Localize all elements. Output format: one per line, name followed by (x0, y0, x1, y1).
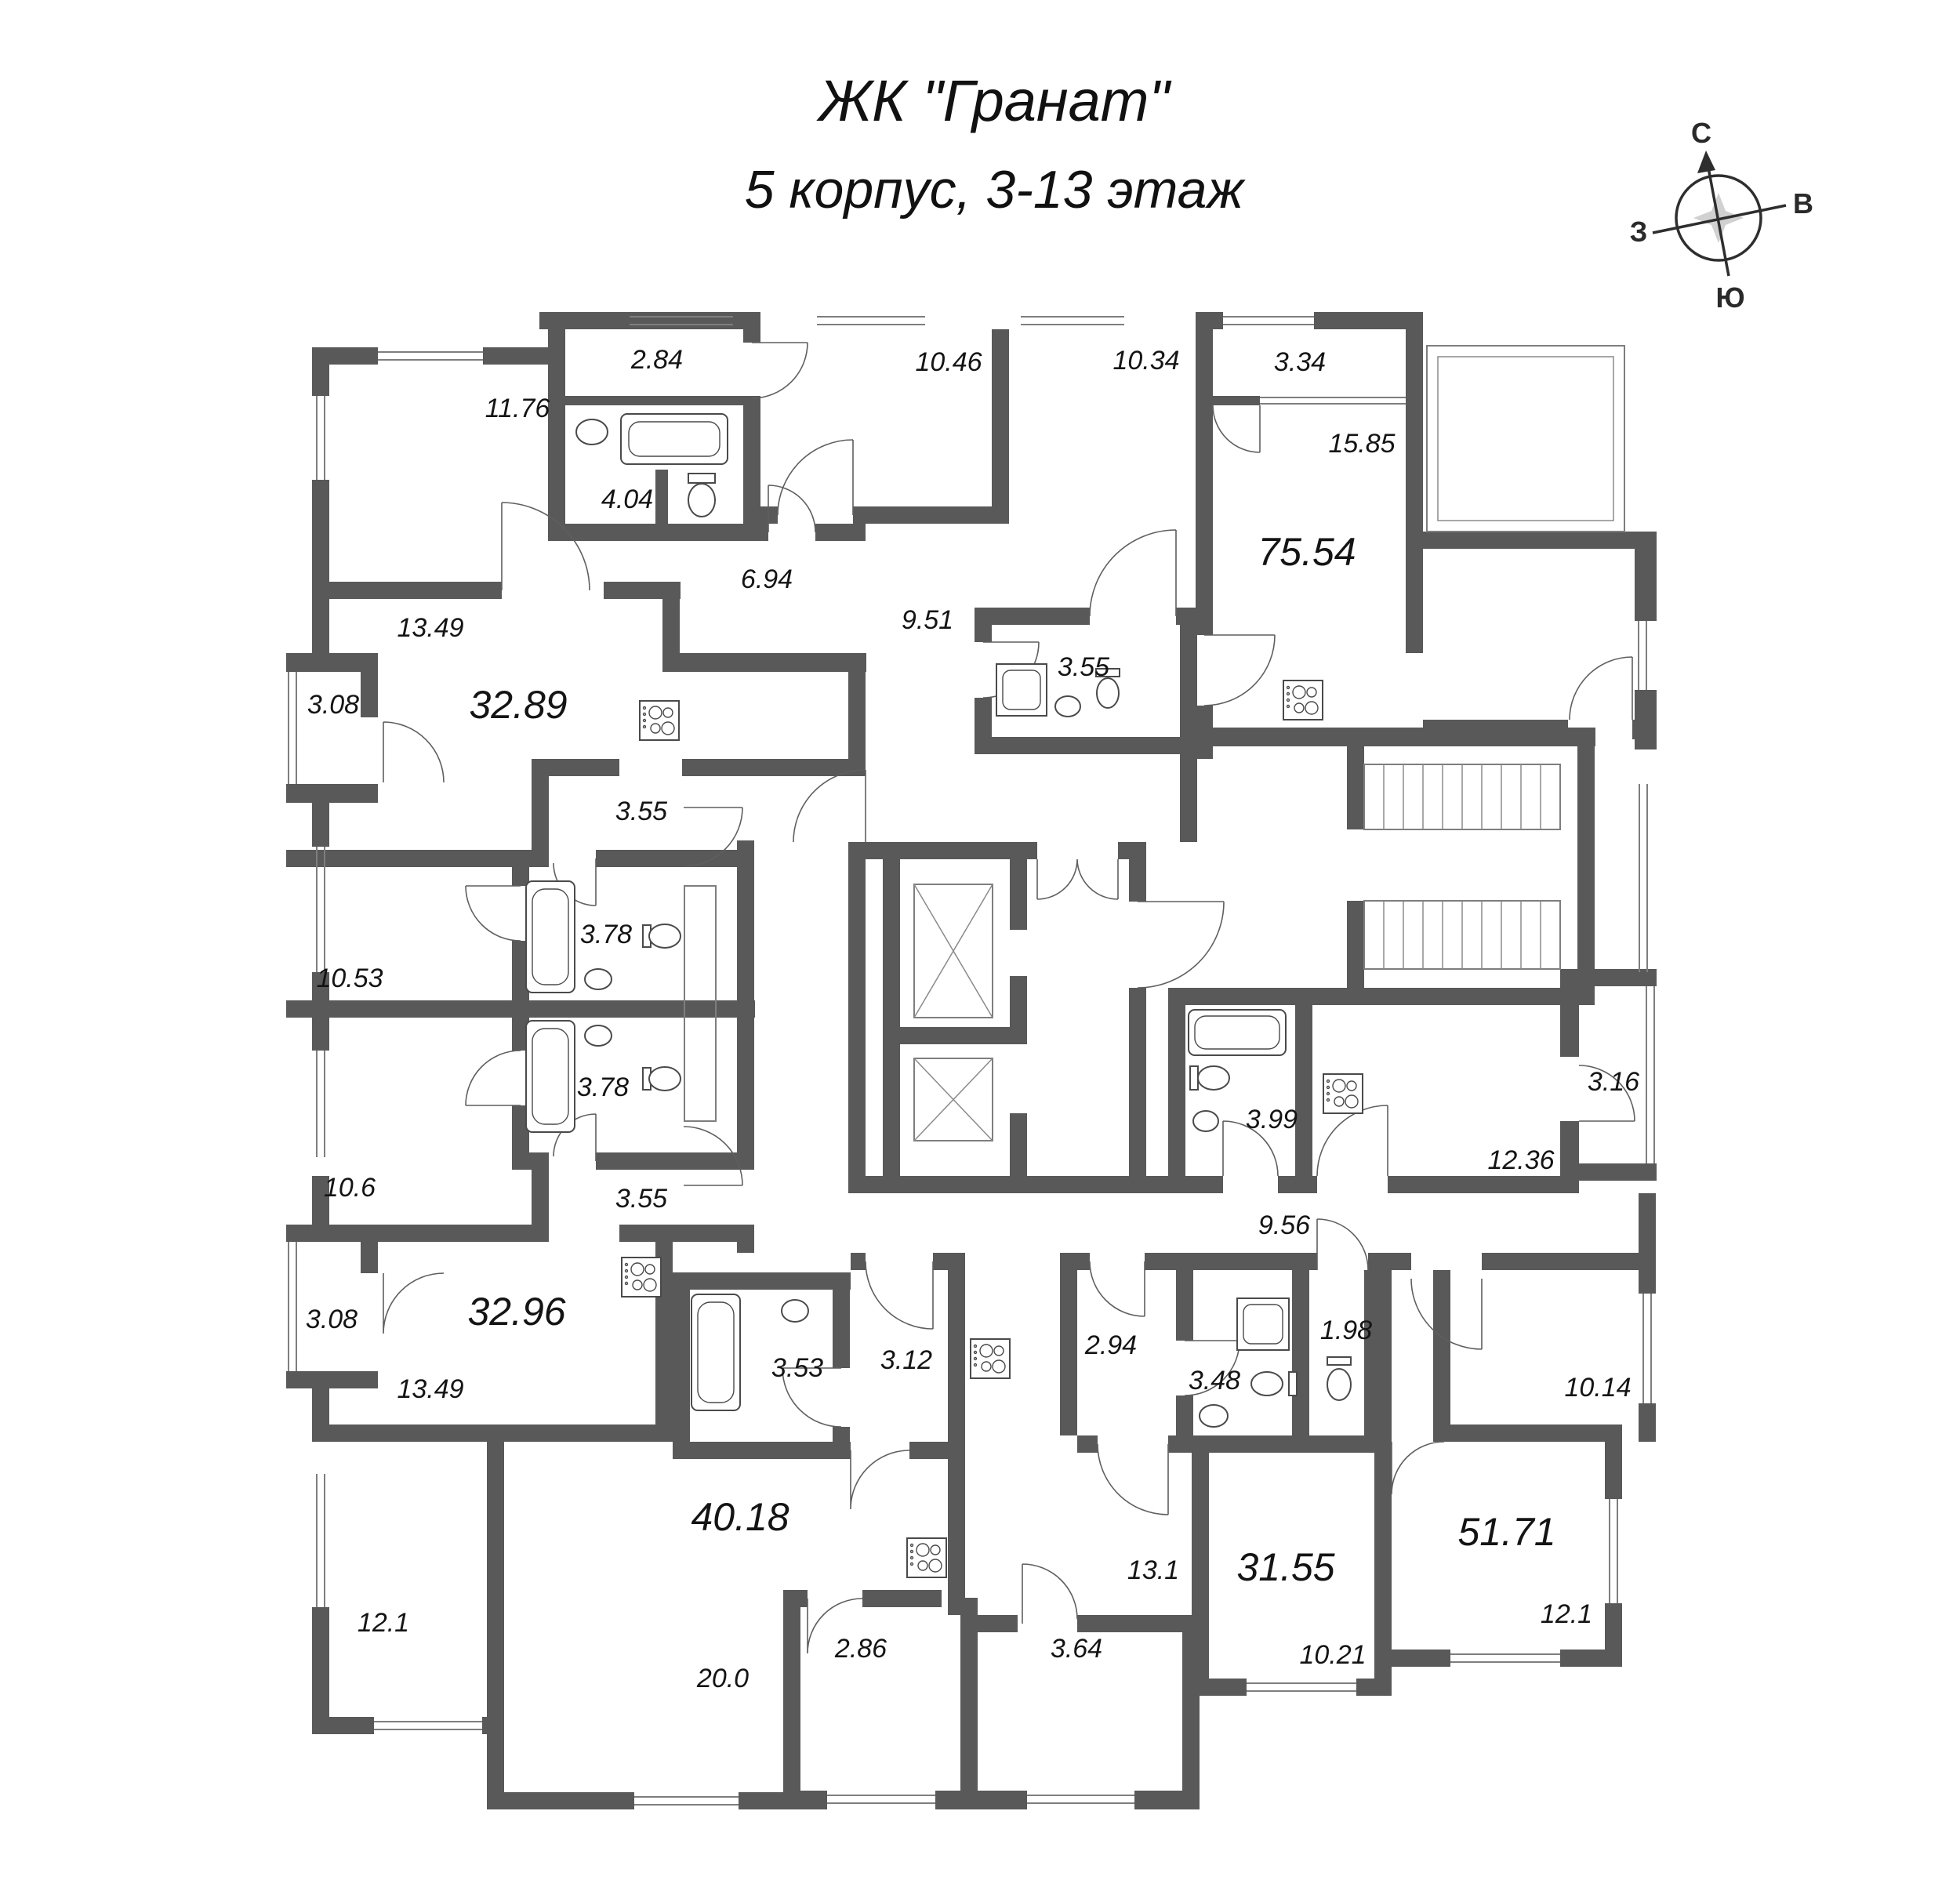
sink-icon (584, 1025, 612, 1047)
bathtub-icon (1188, 1009, 1287, 1056)
room-label: 9.51 (902, 605, 953, 635)
room-label: 3.55 (1058, 652, 1109, 682)
room-label: 10.46 (915, 347, 982, 377)
room-label: 12.1 (1541, 1599, 1592, 1629)
bathtub-icon (525, 880, 575, 993)
room-label: 2.84 (630, 345, 683, 375)
room-label: 4.04 (601, 485, 653, 514)
room-label: 2.94 (1084, 1330, 1137, 1360)
room-label: 12.36 (1487, 1145, 1554, 1175)
toilet-icon (1095, 668, 1120, 709)
room-label: 10.34 (1112, 346, 1179, 376)
room-label: 3.12 (880, 1345, 932, 1375)
elevators (913, 884, 993, 1141)
toilet-icon (1189, 1065, 1230, 1091)
room-label: 3.55 (615, 1184, 667, 1214)
sink-icon (1054, 695, 1081, 717)
room-label: 13.49 (397, 613, 463, 643)
toilet-icon (642, 1066, 681, 1091)
stove-icon (1283, 680, 1323, 720)
building-floor-subtitle: 5 корпус, 3-13 этаж (744, 160, 1244, 220)
stove-icon (621, 1257, 662, 1297)
room-label: 13.1 (1127, 1555, 1179, 1585)
bathtub-icon (691, 1294, 741, 1411)
room-label: 3.53 (771, 1353, 823, 1383)
room-label: 2.86 (834, 1634, 887, 1664)
room-label: 3.34 (1274, 347, 1326, 377)
stove-icon (1323, 1073, 1363, 1114)
apartment-total-label: 31.55 (1236, 1545, 1334, 1589)
sink-icon (1192, 1110, 1219, 1132)
room-label: 3.78 (580, 920, 632, 949)
stove-icon (970, 1338, 1011, 1379)
shower-icon (996, 663, 1047, 717)
room-label: 10.21 (1299, 1640, 1366, 1670)
room-label: 1.98 (1320, 1316, 1372, 1345)
toilet-icon (1327, 1356, 1352, 1401)
room-label: 3.55 (615, 797, 667, 826)
room-label: 20.0 (696, 1664, 749, 1693)
stove-icon (639, 700, 680, 741)
room-label: 6.94 (741, 564, 793, 594)
sink-icon (1199, 1404, 1229, 1428)
toilet-icon (1250, 1371, 1298, 1396)
stove-icon (906, 1537, 947, 1578)
sink-icon (584, 968, 612, 990)
room-label: 10.53 (316, 964, 383, 993)
fixtures (525, 413, 1363, 1578)
door-swings (383, 342, 1635, 1654)
toilet-icon (688, 473, 716, 517)
apartment-total-label: 40.18 (691, 1495, 789, 1539)
room-label: 3.08 (306, 1305, 358, 1334)
room-label: 3.64 (1051, 1634, 1102, 1664)
room-label: 3.16 (1588, 1067, 1639, 1097)
walls (286, 312, 1657, 1809)
compass-north-label: С (1691, 117, 1711, 149)
compass-rose: С В З Ю (1630, 117, 1813, 314)
room-label: 12.1 (358, 1608, 409, 1638)
north-arrow-icon (1697, 151, 1715, 173)
room-area-labels: 11.76 2.84 4.04 6.94 9.51 10.46 10.34 3.… (306, 345, 1639, 1693)
apartment-total-label: 32.89 (469, 683, 567, 727)
compass-ew-axis (1652, 204, 1787, 234)
bathtub-icon (620, 413, 728, 465)
room-label: 15.85 (1328, 429, 1395, 459)
room-label: 10.14 (1564, 1373, 1631, 1403)
apartment-total-label: 75.54 (1258, 530, 1356, 574)
compass-east-label: В (1793, 187, 1813, 220)
room-label: 3.08 (307, 690, 359, 720)
compass-west-label: З (1630, 216, 1648, 248)
room-label: 3.99 (1246, 1105, 1298, 1134)
windows (288, 316, 1655, 1806)
room-label: 11.76 (485, 394, 550, 423)
apartment-total-label: 32.96 (467, 1290, 565, 1334)
compass-ns-axis (1704, 154, 1730, 277)
toilet-icon (642, 924, 681, 949)
bathtub-icon (525, 1020, 575, 1133)
staircase (1363, 764, 1561, 970)
room-label: 10.6 (324, 1173, 376, 1203)
sink-icon (781, 1299, 809, 1323)
compass-south-label: Ю (1715, 281, 1744, 314)
sink-icon (575, 419, 608, 445)
room-label: 3.78 (577, 1072, 629, 1102)
room-label: 9.56 (1258, 1210, 1310, 1240)
plan-title: ЖК "Гранат" 5 корпус, 3-13 этаж (744, 68, 1244, 220)
shower-icon (1236, 1297, 1290, 1351)
apartment-total-label: 51.71 (1457, 1510, 1555, 1554)
room-label: 3.48 (1189, 1366, 1240, 1395)
room-label: 13.49 (397, 1374, 463, 1404)
complex-name: ЖК "Гранат" (818, 68, 1170, 133)
